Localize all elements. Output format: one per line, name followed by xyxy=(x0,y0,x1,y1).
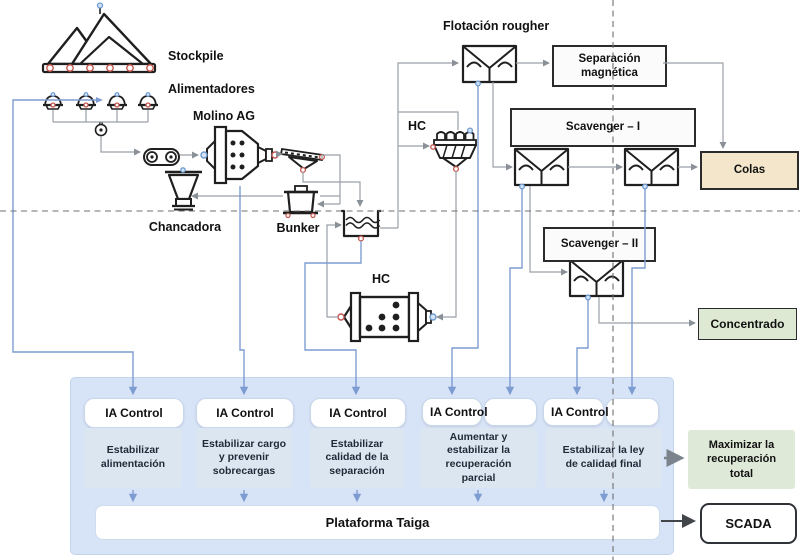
objective-2: Estabilizar cargo y prevenir sobrecargas xyxy=(196,428,292,488)
feeders-icon xyxy=(41,91,160,111)
plataforma-taiga-bar: Plataforma Taiga xyxy=(95,505,660,540)
ia-control-4: IA Control xyxy=(422,398,537,426)
instrument-icon xyxy=(94,121,108,137)
ia-control-4-label: IA Control xyxy=(430,405,488,419)
scavenger1-cell-b-icon xyxy=(623,147,680,187)
separacion-magnetica-box: Separación magnética xyxy=(552,45,667,87)
screen-icon xyxy=(279,147,326,174)
concentrado-box: Concentrado xyxy=(698,308,797,340)
molino-ag-label: Molino AG xyxy=(193,109,256,123)
maximizar-box: Maximizar la recuperación total xyxy=(688,430,795,489)
scavenger-1-box: Scavenger – I xyxy=(510,108,696,147)
ia-control-2: IA Control xyxy=(196,398,294,428)
ia-control-5: IA Control xyxy=(543,398,659,426)
alimentadores-label: Alimentadores xyxy=(168,82,255,96)
ia-control-3: IA Control xyxy=(310,398,406,428)
ia-control-5-label: IA Control xyxy=(551,405,609,419)
chancadora-label: Chancadora xyxy=(148,220,222,234)
flotacion-rougher-label: Flotación rougher xyxy=(443,19,550,33)
colas-box: Colas xyxy=(700,151,799,190)
ia-control-5-left-card xyxy=(543,398,604,426)
ag-mill-icon xyxy=(200,125,279,185)
bunker-label: Bunker xyxy=(276,221,320,235)
scada-box: SCADA xyxy=(700,503,797,544)
stockpile-label: Stockpile xyxy=(168,49,224,63)
ia-control-4-left-card xyxy=(422,398,482,426)
bunker-icon xyxy=(283,185,318,219)
hc-mill-icon xyxy=(337,291,437,343)
scavenger2-cell-icon xyxy=(568,258,625,298)
ia-control-5-right-card xyxy=(606,398,659,426)
sump-icon xyxy=(341,209,381,242)
cell-signal-ports xyxy=(475,80,648,301)
hc-cyclones-label: HC xyxy=(408,119,427,133)
scavenger1-cell-a-icon xyxy=(513,147,570,187)
objective-1: Estabilizar alimentación xyxy=(84,428,182,488)
objective-5: Estabilizar la ley de calidad final xyxy=(545,428,662,488)
scavenger-2-box: Scavenger – II xyxy=(543,227,656,262)
objective-4: Aumentar y estabilizar la recuperación p… xyxy=(420,428,537,488)
ia-control-1: IA Control xyxy=(84,398,184,428)
rougher-cell-icon xyxy=(461,44,518,84)
objective-3: Estabilizar calidad de la separación xyxy=(310,428,404,488)
crusher-icon xyxy=(165,167,202,211)
screw-feeder-icon xyxy=(143,148,180,166)
hc-mill-label: HC xyxy=(372,272,391,286)
cyclone-battery-icon xyxy=(430,127,477,173)
stockpile-icon xyxy=(41,2,157,74)
ia-control-4-right-card xyxy=(484,398,537,426)
